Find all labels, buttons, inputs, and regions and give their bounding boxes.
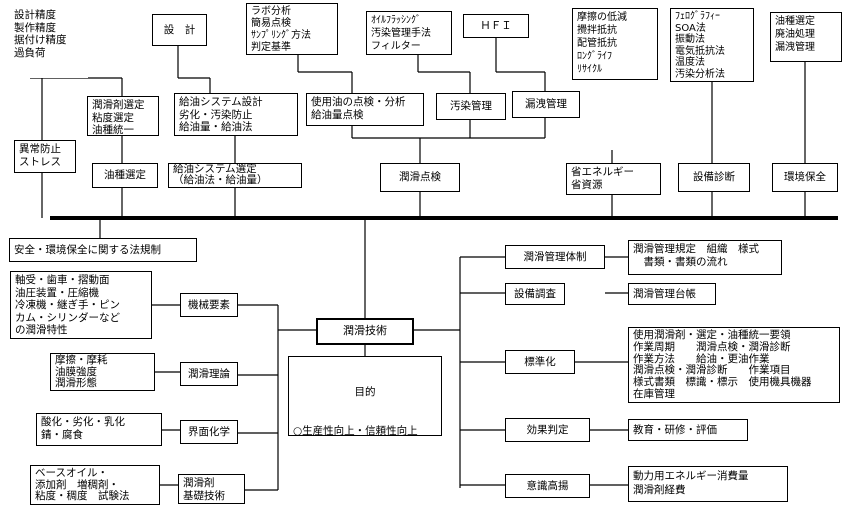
theory-desc-box: 摩擦・摩耗 油膜強度 潤滑形態 bbox=[50, 353, 155, 391]
purpose-body: ○生産性向上・信頼性向上 故障防止・故障予知 ○環境改善 ○省エネ・省資源 bbox=[293, 424, 418, 436]
management-system-desc: 潤滑管理規定 組織 様式 書類・書類の流れ bbox=[628, 240, 782, 275]
hfi-box: ＨＦＩ bbox=[463, 14, 529, 38]
purpose-title: 目的 bbox=[354, 386, 376, 398]
lubrication-inspection-box: 潤滑点検 bbox=[380, 163, 460, 192]
regulation-box: 安全・環境保全に関する法規制 bbox=[9, 238, 197, 262]
lubricant-selection-box: 潤滑剤選定 粘度選定 油種統一 bbox=[87, 96, 159, 136]
effect-evaluation-box: 効果判定 bbox=[505, 418, 590, 442]
standardization-desc: 使用潤滑剤・選定・油種統一要領 作業周期 潤滑点検・潤滑診断 作業方法 給油・更… bbox=[628, 327, 840, 403]
friction-reduction-box: 摩擦の低減 攪拌抵抗 配管抵抗 ﾛﾝｸﾞﾗｲﾌ ﾘｻｲｸﾙ bbox=[572, 8, 658, 80]
oil-flushing-box: ｵｲﾙﾌﾗｯｼﾝｸﾞ 汚染管理手法 フィルター bbox=[366, 11, 452, 55]
effect-evaluation-desc: 教育・研修・評価 bbox=[628, 419, 748, 441]
awareness-box: 意識高揚 bbox=[505, 474, 590, 498]
basic-desc-box: ベースオイル・ 添加剤 増稠剤・ 粘度・稠度 試験法 bbox=[30, 465, 160, 505]
abnormal-prevention-box: 異常防止 ストレス bbox=[14, 140, 76, 173]
equipment-diagnosis-box: 設備診断 bbox=[678, 163, 750, 192]
oil-type-selection-box: 油種選定 bbox=[92, 163, 158, 188]
standardization-box: 標準化 bbox=[505, 350, 575, 374]
lubricant-basics-box: 潤滑剤 基礎技術 bbox=[178, 474, 245, 504]
oil-selection-env-box: 油種選定 廃油処理 漏洩管理 bbox=[770, 12, 842, 62]
equipment-survey-box: 設備調査 bbox=[505, 283, 565, 305]
oil-supply-selection-box: 給油システム選定 （給油法・給油量） bbox=[168, 163, 302, 188]
design-factors-box: 設計精度 製作精度 据付け精度 過負荷 bbox=[10, 7, 88, 78]
equipment-survey-desc: 潤滑管理台帳 bbox=[628, 283, 716, 305]
management-system-box: 潤滑管理体制 bbox=[505, 245, 605, 269]
lubrication-theory-box: 潤滑理論 bbox=[180, 362, 238, 386]
machine-desc-box: 軸受・歯車・摺動面 油圧装置・圧縮機 冷凍機・継ぎ手・ピン カム・シリンダーなど… bbox=[10, 271, 152, 339]
interface-desc-box: 酸化・劣化・乳化 錆・腐食 bbox=[36, 413, 162, 446]
design-box: 設 計 bbox=[152, 14, 207, 46]
interface-chem-box: 界面化学 bbox=[180, 420, 238, 444]
energy-saving-box: 省エネルギー 省資源 bbox=[566, 163, 661, 195]
purpose-box: 目的 ○生産性向上・信頼性向上 故障防止・故障予知 ○環境改善 ○省エネ・省資源 bbox=[288, 356, 442, 436]
oil-inspection-box: 使用油の点検・分析 給油量点検 bbox=[306, 93, 424, 126]
leak-mgmt-box: 漏洩管理 bbox=[512, 91, 580, 118]
awareness-desc: 動力用エネルギー消費量 潤滑剤経費 bbox=[628, 466, 788, 502]
oil-supply-design-box: 給油システム設計 劣化・汚染防止 給油量・給油法 bbox=[174, 93, 298, 136]
ferrography-box: ﾌｪﾛｸﾞﾗﾌｨｰ SOA法 振動法 電気抵抗法 温度法 汚染分析法 bbox=[670, 8, 754, 82]
lab-analysis-box: ラボ分析 簡易点検 ｻﾝﾌﾟﾘﾝｸﾞ方法 判定基準 bbox=[246, 3, 338, 55]
machine-elements-box: 機械要素 bbox=[180, 293, 238, 317]
center-lubrication-tech: 潤滑技術 bbox=[316, 318, 414, 345]
environment-box: 環境保全 bbox=[772, 163, 838, 192]
contamination-mgmt-box: 汚染管理 bbox=[436, 93, 506, 120]
